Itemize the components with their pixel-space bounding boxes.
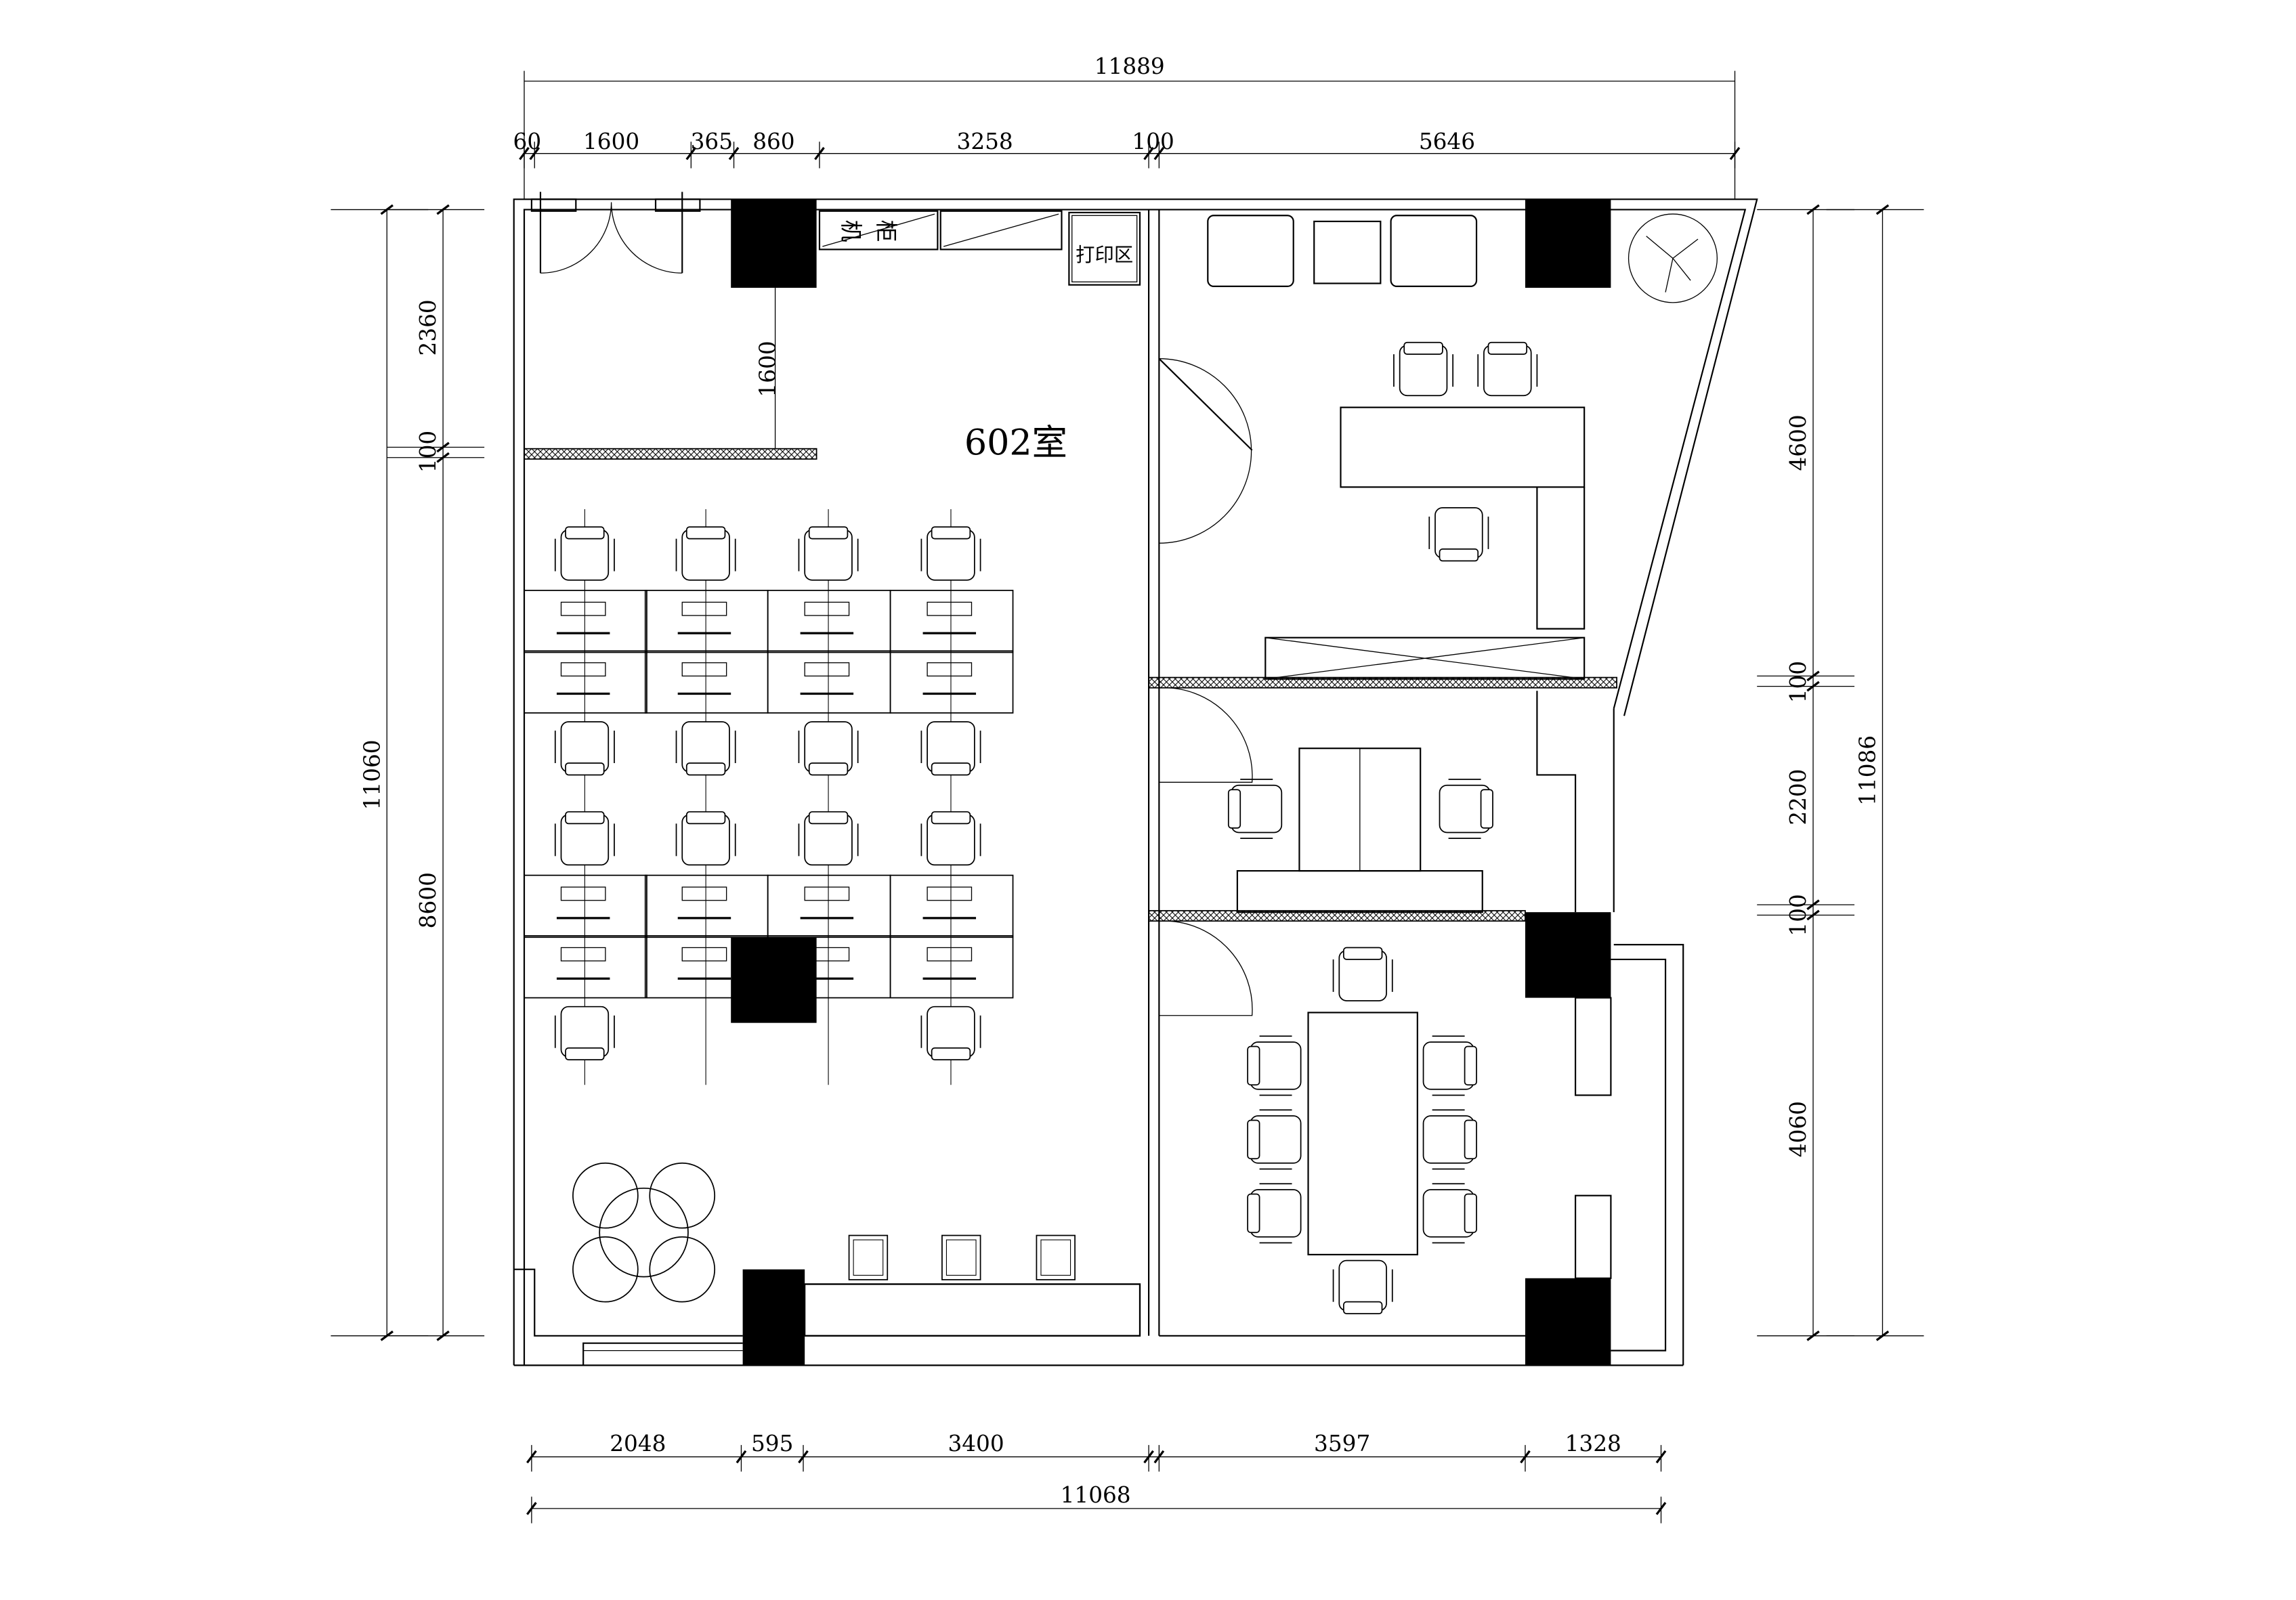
bottom-dimensions: 2048 595 3400 3597 1328 11068 xyxy=(526,1431,1667,1523)
dim-left: 8600 xyxy=(415,872,441,928)
dim-top-total: 11889 xyxy=(1094,53,1165,79)
dim-bottom: 1328 xyxy=(1565,1431,1621,1456)
left-dimensions: 11060 2360 100 8600 xyxy=(331,204,485,1341)
workstation-desk xyxy=(889,874,1014,938)
meeting-room-door[interactable] xyxy=(1159,687,1253,783)
workstation-desk xyxy=(767,650,891,714)
meeting-table xyxy=(1236,748,1483,913)
structural-columns xyxy=(731,199,1611,1366)
right-dimensions: 11086 4600 100 2200 100 4060 xyxy=(1757,204,1924,1341)
chair xyxy=(798,526,859,581)
stool xyxy=(1036,1234,1076,1280)
dim-left-total: 11060 xyxy=(359,739,385,810)
workstation-desk xyxy=(524,650,647,714)
workstation-desk xyxy=(524,590,647,653)
dim-right: 100 xyxy=(1785,894,1811,936)
chair xyxy=(675,526,736,581)
dim-top: 100 xyxy=(1132,129,1174,154)
dim-bottom: 3597 xyxy=(1314,1431,1370,1456)
dim-right: 100 xyxy=(1785,661,1811,703)
chair xyxy=(1422,1109,1477,1170)
chair xyxy=(1393,341,1454,397)
workstation-desk xyxy=(889,650,1014,714)
cabinet-label: 柜 xyxy=(873,220,899,242)
chair xyxy=(554,1006,615,1061)
dim-bottom: 2048 xyxy=(610,1431,666,1456)
dim-top: 1600 xyxy=(583,129,639,154)
workstation-desk xyxy=(524,935,647,999)
entrance-double-door[interactable] xyxy=(530,192,701,274)
inner-dimension: 1600 xyxy=(755,288,781,449)
print-area-label: 打印区 xyxy=(1076,244,1133,266)
dim-top: 5646 xyxy=(1419,129,1475,154)
chair xyxy=(1477,341,1538,397)
chair xyxy=(1227,779,1283,840)
chair xyxy=(554,721,615,776)
conference-room-door[interactable] xyxy=(1159,920,1253,1016)
dim-top: 60 xyxy=(513,129,542,154)
cabinet: 机 柜 xyxy=(818,210,1063,251)
workstation-desk xyxy=(644,650,769,714)
chair xyxy=(920,721,981,776)
dim-top: 365 xyxy=(691,129,733,154)
dim-bottom: 595 xyxy=(751,1431,793,1456)
partitions xyxy=(524,448,1617,922)
reception-counter xyxy=(804,1283,1141,1337)
workstation-desk xyxy=(644,590,769,653)
chair xyxy=(1439,779,1493,840)
dim-bottom: 3400 xyxy=(948,1431,1004,1456)
chair xyxy=(1247,1109,1302,1170)
dim-top: 3258 xyxy=(957,129,1013,154)
chair xyxy=(798,721,859,776)
manager-office-door[interactable] xyxy=(1158,358,1253,544)
chair xyxy=(798,811,859,866)
chair xyxy=(1428,507,1489,562)
chair xyxy=(1247,1035,1302,1096)
print-area: 打印区 xyxy=(1068,211,1141,286)
cabinet-label: 机 xyxy=(838,220,864,242)
dim-top: 860 xyxy=(752,129,794,154)
workstation-desk xyxy=(644,874,769,938)
furniture xyxy=(524,341,1538,1314)
chair xyxy=(1332,947,1393,1001)
chair xyxy=(675,811,736,866)
dim-right: 2200 xyxy=(1785,769,1811,825)
workstation-desk xyxy=(524,874,647,938)
chair xyxy=(554,526,615,581)
chair xyxy=(1422,1183,1477,1244)
workstation-desk xyxy=(767,874,891,938)
lounge-table-set xyxy=(572,1162,716,1303)
conference-table xyxy=(1307,1012,1418,1255)
dim-left: 2360 xyxy=(415,299,441,355)
chair xyxy=(920,811,981,866)
dim-bottom-total: 11068 xyxy=(1061,1482,1131,1508)
workstation-desk xyxy=(889,590,1014,653)
plant-icon xyxy=(1628,213,1718,303)
stool xyxy=(848,1234,889,1280)
walls xyxy=(513,198,1758,1366)
dim-right: 4060 xyxy=(1785,1101,1811,1157)
chair xyxy=(1247,1183,1302,1244)
stool xyxy=(941,1234,981,1280)
chair xyxy=(1332,1259,1393,1314)
dim-left: 100 xyxy=(415,431,441,473)
chair xyxy=(554,811,615,866)
dim-right-total: 11086 xyxy=(1855,735,1881,806)
dim-inner: 1600 xyxy=(755,341,781,397)
dim-right: 4600 xyxy=(1785,414,1811,471)
workstation-desk xyxy=(767,590,891,653)
room-label: 602室 xyxy=(964,422,1067,463)
workstation-desk xyxy=(889,935,1014,999)
chair xyxy=(920,1006,981,1061)
chair xyxy=(1422,1035,1477,1096)
top-dimensions: 11889 60 1600 365 860 3258 100 5646 xyxy=(513,53,1741,200)
chair xyxy=(675,721,736,776)
chair xyxy=(920,526,981,581)
manager-office xyxy=(1207,213,1718,680)
